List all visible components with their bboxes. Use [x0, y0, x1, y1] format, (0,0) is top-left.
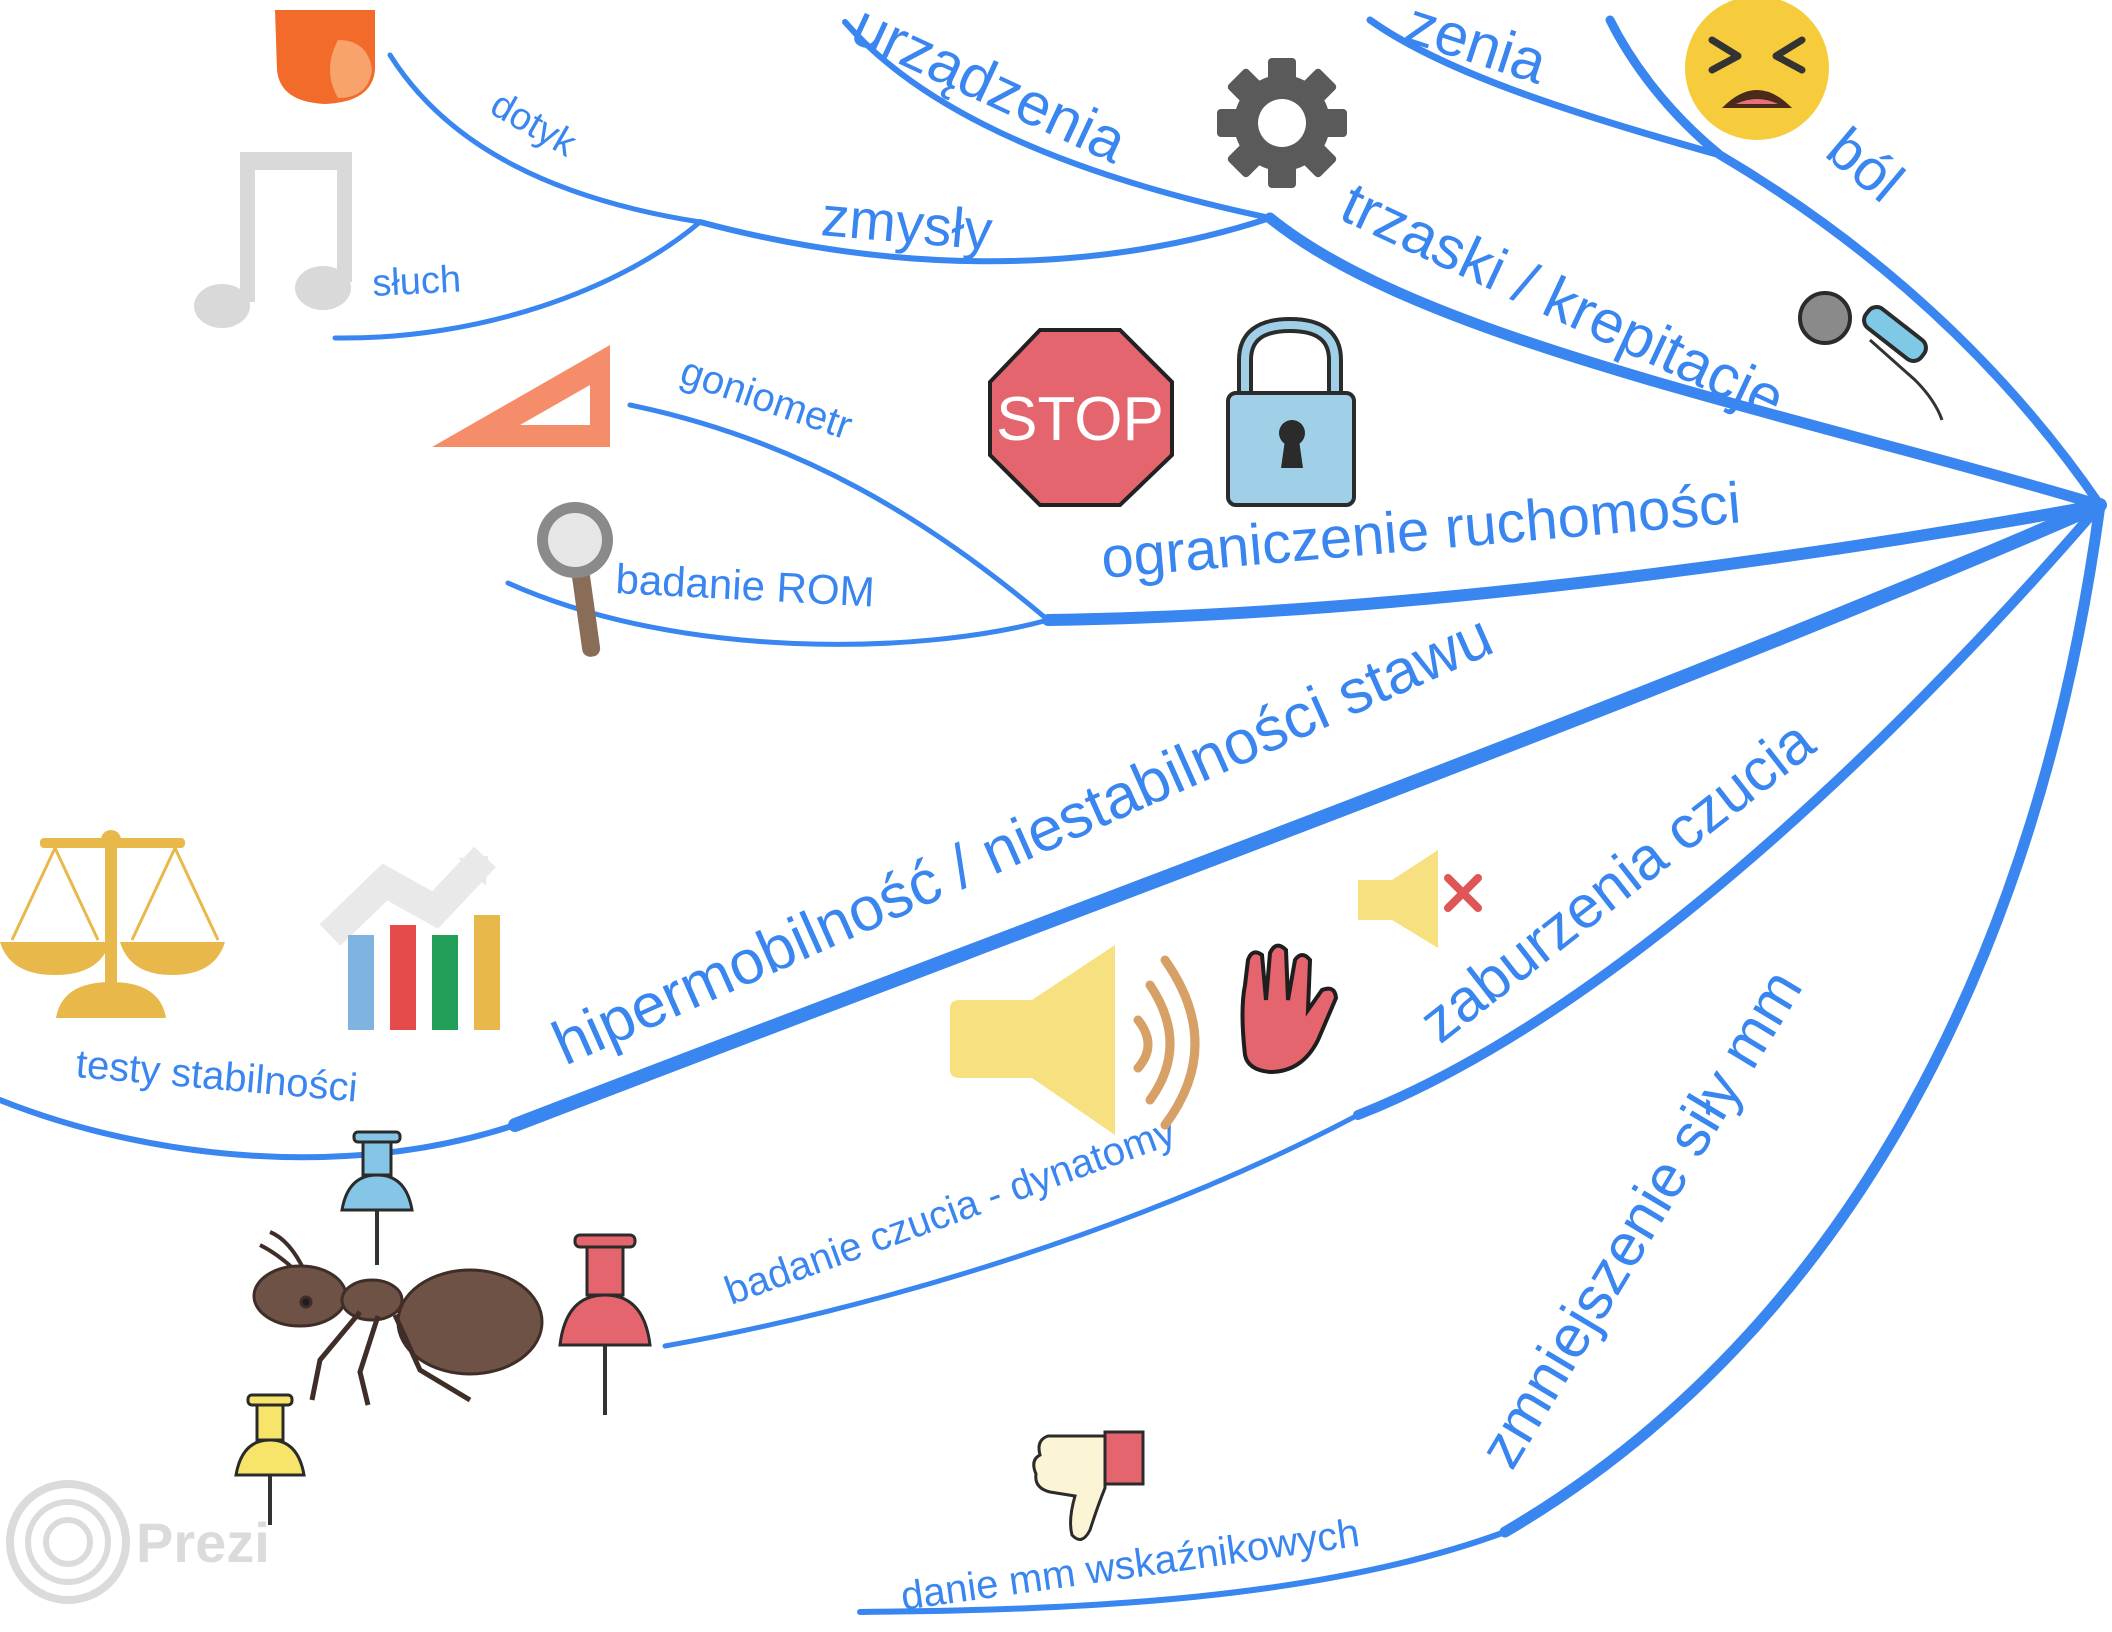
branch-dotyk	[387, 52, 703, 225]
prezi-logo-icon	[6, 1480, 130, 1604]
pushpin-yellow-icon	[234, 1393, 306, 1525]
branch-uszkodzenia	[1366, 16, 1724, 159]
stop-sign-icon: STOP	[988, 328, 1174, 507]
label-rom: badanie ROM	[615, 555, 876, 615]
label-urzadzenia: urządzenia	[843, 0, 1138, 176]
prezi-logo-text: Prezi	[136, 1511, 270, 1574]
hand-icon	[1240, 943, 1339, 1075]
label-bol: ból	[1815, 115, 1916, 215]
microphone-icon	[1798, 291, 1944, 421]
branch-zmysly	[697, 215, 1273, 265]
branch-sluch	[332, 219, 703, 341]
label-goniometr: goniometr	[675, 349, 858, 449]
pushpin-red-icon	[558, 1233, 652, 1415]
prezi-watermark: Prezi	[6, 1480, 270, 1604]
label-dotyk: dotyk	[484, 83, 585, 165]
thumbs-down-icon	[1032, 1430, 1145, 1541]
ant-icon	[252, 1230, 544, 1406]
finger-icon	[275, 10, 375, 104]
music-note-icon	[194, 152, 352, 328]
branch-hipermobilnosc	[508, 498, 2107, 1132]
branch-urzadzenia	[842, 19, 1273, 221]
label-uszkodzenia: zenia	[1398, 0, 1556, 97]
label-sluch: słuch	[371, 258, 462, 305]
svg-text:STOP: STOP	[996, 385, 1164, 454]
branch-trzaski	[1264, 212, 2106, 511]
branch-zmniejszenie	[1499, 499, 2106, 1538]
branch-ograniczenie	[1042, 499, 2106, 626]
label-zmysly: zmysły	[819, 184, 995, 262]
magnifier-icon	[537, 502, 613, 657]
pushpin-blue-icon	[340, 1130, 414, 1265]
label-trzaski: trzaski / krepitacje	[1332, 169, 1795, 433]
branch-testy	[0, 1097, 518, 1161]
balance-scale-icon	[0, 830, 225, 1018]
padlock-icon	[1226, 316, 1356, 507]
pain-face-icon	[1685, 0, 1829, 140]
branch-badanie-mm	[857, 1529, 1508, 1615]
gear-icon	[1217, 58, 1347, 188]
bar-chart-icon	[319, 846, 500, 1030]
speaker-icon	[950, 945, 1200, 1135]
label-testy: testy stabilności	[74, 1042, 359, 1110]
branch-lines	[0, 15, 2107, 1615]
branch-goniometr	[627, 402, 1051, 623]
branch-bol	[1605, 15, 2105, 510]
set-square-icon	[432, 345, 610, 447]
mute-speaker-icon	[1358, 850, 1482, 948]
label-badanie-czucia: badanie czucia - dynatomy	[719, 1109, 1181, 1313]
branch-badanie-czucia	[662, 1112, 1361, 1349]
branch-zaburzenia	[1353, 500, 2105, 1120]
